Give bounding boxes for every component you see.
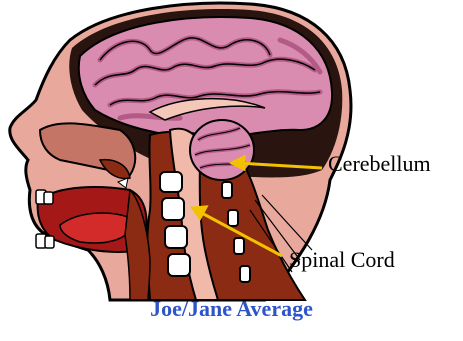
cerebellum-label: Cerebellum	[328, 153, 431, 175]
spinal-cord-label: Spinal Cord	[289, 249, 395, 271]
caption: Joe/Jane Average	[0, 296, 463, 322]
cerebellum	[190, 120, 254, 180]
cerebrum	[79, 17, 332, 138]
